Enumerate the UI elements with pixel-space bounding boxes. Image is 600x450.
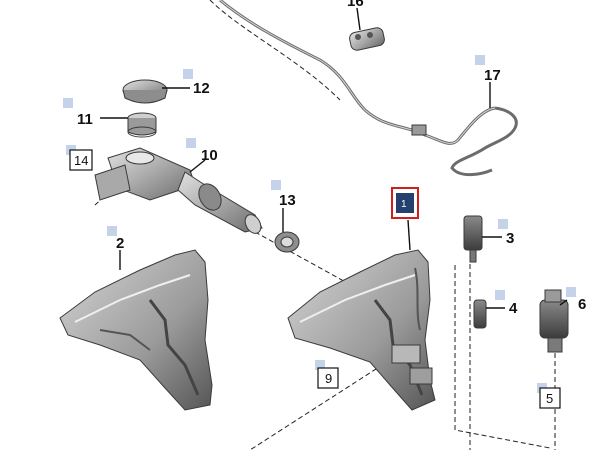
leader-lines [100, 7, 568, 309]
hotspot-marker[interactable] [183, 69, 193, 79]
hotspot-marker[interactable] [63, 98, 73, 108]
callout-5[interactable]: 5 [546, 391, 553, 406]
callout-3[interactable]: 3 [506, 230, 514, 247]
callout-14[interactable]: 14 [74, 153, 88, 168]
washer-pump-part[interactable] [539, 289, 569, 353]
callout-9-box[interactable]: 9 [317, 367, 339, 389]
bracket-part[interactable] [94, 164, 131, 201]
callout-9[interactable]: 9 [325, 371, 332, 386]
hotspot-marker[interactable] [315, 360, 325, 370]
callout-10[interactable]: 10 [201, 147, 218, 164]
hotspot-marker[interactable] [498, 219, 508, 229]
callout-1[interactable]: 1 [401, 199, 407, 210]
hotspot-marker[interactable] [107, 226, 117, 236]
callout-16[interactable]: 16 [347, 0, 364, 10]
callout-1-selected[interactable]: 1 [391, 187, 419, 219]
hotspot-marker[interactable] [495, 290, 505, 300]
filler-cap-part[interactable] [122, 79, 168, 104]
reservoir-main-part[interactable] [287, 249, 436, 411]
callout-12[interactable]: 12 [193, 80, 210, 97]
callout-6[interactable]: 6 [578, 296, 586, 313]
hotspot-marker[interactable] [566, 287, 576, 297]
hotspot-marker[interactable] [186, 138, 196, 148]
callout-13[interactable]: 13 [279, 192, 296, 209]
callout-2[interactable]: 2 [116, 235, 124, 252]
callout-4[interactable]: 4 [509, 300, 518, 317]
callout-labels: 16 17 12 11 10 13 2 3 4 6 [77, 0, 586, 317]
hotspot-marker[interactable] [475, 55, 485, 65]
callout-14-box[interactable]: 14 [69, 149, 93, 171]
callout-5-box[interactable]: 5 [539, 387, 561, 409]
callout-11[interactable]: 11 [77, 111, 93, 128]
connector-part[interactable] [473, 299, 487, 329]
callout-17[interactable]: 17 [484, 67, 501, 84]
hotspot-marker[interactable] [271, 180, 281, 190]
grommet-part[interactable] [274, 231, 300, 253]
seal-ring-part[interactable] [127, 112, 157, 138]
washer-hose-part[interactable] [219, 0, 518, 177]
reservoir-left-part[interactable] [59, 249, 213, 411]
filler-neck-part[interactable] [107, 147, 264, 236]
level-sender-part[interactable] [463, 215, 483, 263]
